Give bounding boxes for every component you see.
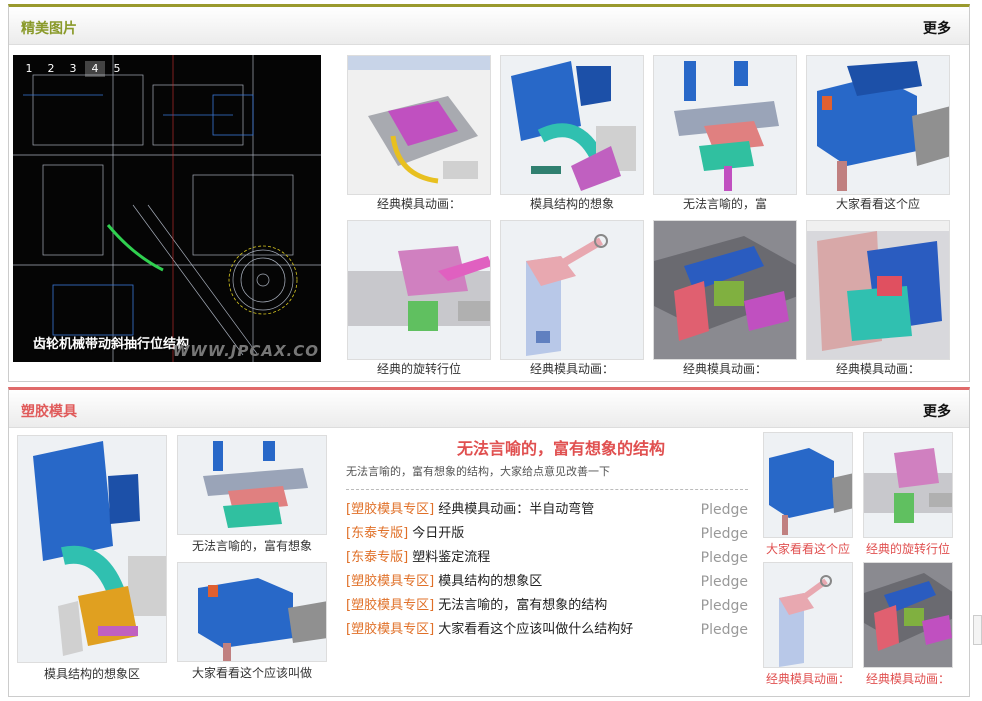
scrollbar[interactable] [973,615,982,645]
featured-thumb[interactable]: 模具结构的想象区 [17,435,167,682]
list-item: [塑胶模具专区] 大家看看这个应该叫做什么结构好 Pledge [346,618,748,642]
article-thumb[interactable]: 无法言喻的，富有想象 [177,435,327,554]
thumb-caption[interactable]: 无法言喻的，富有想象 [191,539,312,553]
news-title-link[interactable]: 大家看看这个应该叫做什么结构好 [438,622,634,637]
thumb-image[interactable] [500,55,644,195]
thumb-image[interactable] [806,55,950,195]
thumb-image[interactable] [653,55,797,195]
more-link[interactable]: 更多 [923,404,951,420]
news-list-block: 无法言喻的，富有想象的结构 无法言喻的，富有想象的结构，大家给点意见改善一下 [… [346,435,748,642]
news-category-link[interactable]: [塑胶模具专区] [346,502,435,517]
gallery-thumb[interactable]: 经典模具动画： [806,220,950,376]
thumb-caption[interactable]: 模具结构的想象区 [43,667,140,681]
thumb-image[interactable] [500,220,644,360]
article-thumb[interactable]: 经典的旋转行位 [863,432,953,557]
panel-title: 精美图片 [21,21,77,37]
news-category-link[interactable]: [东泰专版] [346,526,409,541]
news-author: Pledge [700,502,748,518]
news-title-link[interactable]: 经典模具动画：半自动弯管 [438,502,595,517]
watermark: WWW.JPCAX.CO [172,342,319,360]
news-category-link[interactable]: [塑胶模具专区] [346,622,435,637]
thumb-image[interactable] [17,435,167,663]
slider-page-3[interactable]: 3 [69,62,77,75]
news-title-link[interactable]: 模具结构的想象区 [438,574,543,589]
slider-page-1[interactable]: 1 [25,62,33,75]
thumb-caption[interactable]: 经典模具动画： [529,362,614,376]
slider-page-2[interactable]: 2 [47,62,55,75]
thumb-image[interactable] [177,435,327,535]
thumb-caption[interactable]: 经典模具动画： [865,672,950,686]
gallery-thumb[interactable]: 经典模具动画： [500,220,644,376]
thumb-image[interactable] [863,562,953,668]
article-thumb[interactable]: 经典模具动画： [863,562,953,687]
list-item: [塑胶模具专区] 模具结构的想象区 Pledge [346,570,748,594]
more-link[interactable]: 更多 [923,21,951,37]
gallery-thumb[interactable]: 大家看看这个应 [806,55,950,211]
thumb-caption[interactable]: 经典模具动画： [682,362,767,376]
list-item: [东泰专版] 今日开版 Pledge [346,522,748,546]
news-category-link[interactable]: [东泰专版] [346,550,409,565]
thumb-image[interactable] [347,55,491,195]
thumb-image[interactable] [806,220,950,360]
thumb-caption[interactable]: 经典的旋转行位 [865,542,950,556]
thumb-image[interactable] [763,562,853,668]
list-item: [塑胶模具专区] 无法言喻的，富有想象的结构 Pledge [346,594,748,618]
news-author: Pledge [700,598,748,614]
slider-caption[interactable]: 齿轮机械带动斜抽行位结构 [33,337,190,352]
news-list: [塑胶模具专区] 经典模具动画：半自动弯管 Pledge [东泰专版] 今日开版… [346,498,748,642]
thumb-image[interactable] [763,432,853,538]
thumb-caption[interactable]: 经典模具动画： [835,362,920,376]
thumb-caption[interactable]: 经典的旋转行位 [376,362,461,376]
thumb-image[interactable] [863,432,953,538]
article-thumb[interactable]: 大家看看这个应 [763,432,853,557]
gallery-thumb[interactable]: 经典的旋转行位 [347,220,491,376]
slider-page-4[interactable]: 4 [85,61,105,77]
panel-header: 精美图片 更多 [9,7,969,45]
thumb-caption[interactable]: 大家看看这个应 [835,197,920,211]
article-thumb[interactable]: 经典模具动画： [763,562,853,687]
article-thumb[interactable]: 大家看看这个应该叫做 [177,562,327,681]
news-summary: 无法言喻的，富有想象的结构，大家给点意见改善一下 [346,465,610,478]
slider-page-5[interactable]: 5 [113,62,121,75]
news-author: Pledge [700,550,748,566]
thumb-image[interactable] [347,220,491,360]
thumb-image[interactable] [653,220,797,360]
thumb-caption[interactable]: 经典模具动画： [376,197,461,211]
news-author: Pledge [700,622,748,638]
gallery-thumb[interactable]: 经典模具动画： [347,55,491,211]
news-headline[interactable]: 无法言喻的，富有想象的结构 [456,439,665,458]
gallery-thumb[interactable]: 经典模具动画： [653,220,797,376]
image-slider[interactable]: 1 2 3 4 5 齿轮机械带动斜抽行位结构 WWW.JPCAX.CO [13,55,321,362]
plastic-mold-panel: 塑胶模具 更多 模具结构的想象区 [8,387,970,697]
featured-images-panel: 精美图片 更多 [8,4,970,382]
news-author: Pledge [700,526,748,542]
news-category-link[interactable]: [塑胶模具专区] [346,598,435,613]
list-item: [东泰专版] 塑料鉴定流程 Pledge [346,546,748,570]
thumb-caption[interactable]: 模具结构的想象 [529,197,614,211]
thumb-caption[interactable]: 经典模具动画： [765,672,850,686]
slider-pagination: 1 2 3 4 5 [19,61,127,77]
thumb-caption[interactable]: 大家看看这个应该叫做 [191,666,312,680]
cad-drawing-image [13,55,321,362]
news-category-link[interactable]: [塑胶模具专区] [346,574,435,589]
gallery-thumb[interactable]: 模具结构的想象 [500,55,644,211]
news-title-link[interactable]: 今日开版 [412,526,465,541]
thumb-caption[interactable]: 大家看看这个应 [765,542,850,556]
list-item: [塑胶模具专区] 经典模具动画：半自动弯管 Pledge [346,498,748,522]
news-author: Pledge [700,574,748,590]
news-title-link[interactable]: 塑料鉴定流程 [412,550,491,565]
panel-title: 塑胶模具 [21,404,77,420]
thumb-image[interactable] [177,562,327,662]
panel-header: 塑胶模具 更多 [9,390,969,428]
gallery-thumb[interactable]: 无法言喻的，富 [653,55,797,211]
news-title-link[interactable]: 无法言喻的，富有想象的结构 [438,598,608,613]
divider [346,489,748,490]
thumb-caption[interactable]: 无法言喻的，富 [682,197,767,211]
